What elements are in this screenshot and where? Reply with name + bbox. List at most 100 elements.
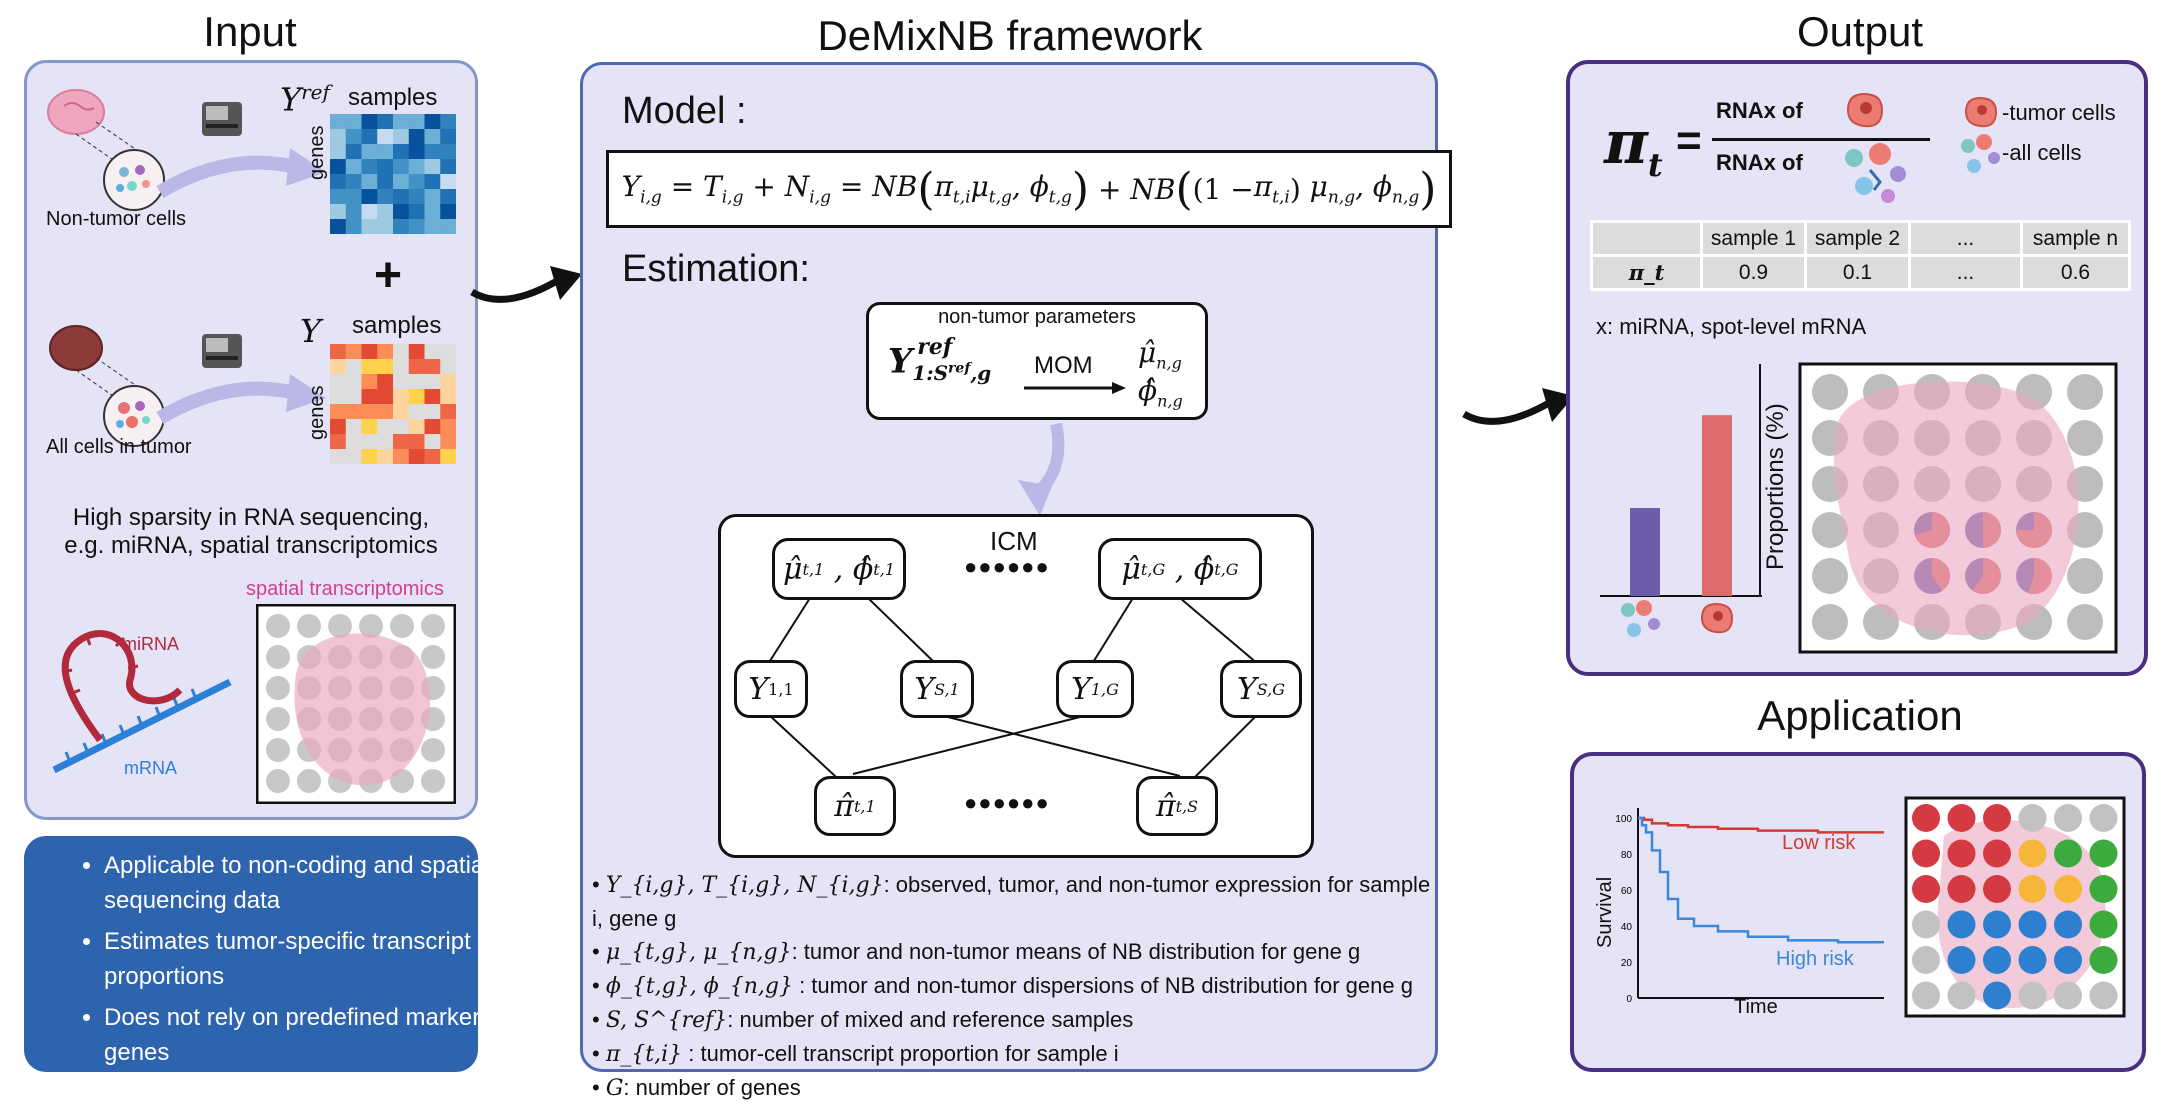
- fraction-bar: [1712, 138, 1930, 141]
- heatmap-cell: [345, 434, 362, 450]
- heatmap-cell: [393, 174, 410, 190]
- spot: [1983, 875, 2011, 903]
- phi-n-hat: ϕ̂n,g: [1138, 374, 1183, 411]
- heatmap-cell: [345, 344, 362, 360]
- heatmap-cell: [361, 129, 378, 145]
- sparsity-line-1: High sparsity in RNA sequencing,: [72, 504, 430, 531]
- heatmap-cell: [330, 114, 347, 130]
- icm-graph-edges: [767, 597, 1259, 789]
- tumor-region: [294, 633, 431, 786]
- heatmap-cell: [408, 159, 425, 175]
- spot: [266, 676, 290, 700]
- features-list: Applicable to non-coding and spatial seq…: [54, 848, 504, 1076]
- tumor-cell-legend-icon: [1964, 96, 1998, 128]
- heatmap-cell: [424, 159, 441, 175]
- spot: [421, 769, 445, 793]
- heatmap-cell: [440, 174, 456, 190]
- heatmap-cell: [424, 434, 441, 450]
- heatmap-cell: [393, 204, 410, 220]
- heatmap-cell: [377, 389, 394, 405]
- spot: [1983, 910, 2011, 939]
- spot: [297, 614, 321, 638]
- non-tumor-params-label: non-tumor parameters: [938, 306, 1136, 328]
- arrow-to-output: [1462, 388, 1574, 425]
- heatmap-cell: [330, 174, 347, 190]
- spot: [2089, 946, 2118, 974]
- spot: [1983, 946, 2011, 974]
- heatmap-cell: [377, 219, 394, 234]
- spot: [2054, 946, 2082, 974]
- heatmap-cell: [345, 129, 362, 145]
- heatmap-cell: [393, 344, 410, 360]
- heatmap-cell: [393, 404, 410, 420]
- heatmap-cell: [377, 204, 394, 220]
- all-cells-legend-label: -all cells: [2002, 140, 2082, 165]
- heatmap-cell: [345, 389, 362, 405]
- heatmap-cell: [393, 359, 410, 375]
- y-tick-label: 0: [1626, 994, 1632, 1005]
- tumor-cells-legend-label: -tumor cells: [2002, 100, 2116, 125]
- heatmap-cell: [377, 144, 394, 160]
- high-risk-curve: [1638, 816, 1884, 944]
- model-equation: Yi,g = Ti,g + Ni,g = NB ( πt,iμt,g, ϕt,g…: [621, 163, 1437, 215]
- definition-item: • S, S^{ref}: number of mixed and refere…: [592, 1007, 1134, 1033]
- proportions-bar-chart: [1600, 364, 1762, 597]
- bar-all-cells-icon: [1621, 600, 1660, 637]
- definition-item: • ϕ_{t,g}, ϕ_{n,g} : tumor and non-tumor…: [592, 973, 1413, 999]
- heatmap-cell: [377, 189, 394, 205]
- table-cell: 0.1: [1804, 254, 1911, 291]
- table-cell: 0.9: [1700, 254, 1807, 291]
- input-arrow-reference: [156, 148, 326, 199]
- heatmap-cell: [361, 359, 378, 375]
- heatmap-cell: [424, 404, 441, 420]
- spot: [390, 614, 414, 638]
- table-cell: π_t: [1590, 254, 1703, 291]
- heatmap-cell: [393, 144, 410, 160]
- heatmap-cell: [424, 189, 441, 205]
- genes-label-bottom: genes: [306, 385, 328, 441]
- heatmap-cell: [440, 114, 456, 130]
- heatmap-cell: [408, 374, 425, 390]
- heatmap-cell: [330, 129, 347, 145]
- sparsity-line-2: e.g. miRNA, spatial transcriptomics: [64, 532, 438, 559]
- spatial-label: spatial transcriptomics: [246, 578, 444, 600]
- heatmap-cell: [408, 219, 425, 234]
- heatmap-cell: [393, 389, 410, 405]
- spot: [2018, 981, 2047, 1010]
- heatmap-cell: [408, 114, 425, 130]
- heatmap-cell: [377, 159, 394, 175]
- heatmap-cell: [440, 449, 456, 464]
- heatmap-cell: [393, 434, 410, 450]
- spot: [2089, 981, 2118, 1010]
- heatmap-cell: [424, 449, 441, 464]
- heatmap-cell: [345, 359, 362, 375]
- table-cell: ...: [1908, 220, 2023, 257]
- heatmap-cell: [408, 419, 425, 435]
- proportions-axis-label: Proportions (%): [1762, 403, 1789, 570]
- heatmap-cell: [440, 219, 456, 234]
- heatmap-cell: [408, 174, 425, 190]
- table-cell: [1590, 220, 1703, 257]
- heatmap-cell: [361, 344, 378, 360]
- y-samples-label: samples: [352, 312, 442, 339]
- table-row: sample 1 sample 2 ... sample n: [1590, 220, 2131, 257]
- heatmap-cell: [408, 344, 425, 360]
- spot: [297, 769, 321, 793]
- definition-item: • μ_{t,g}, μ_{n,g}: tumor and non-tumor …: [592, 939, 1361, 965]
- table-cell: ...: [1908, 254, 2023, 291]
- heatmap-cell: [330, 434, 347, 450]
- heatmap-cell: [408, 129, 425, 145]
- features-box: [24, 836, 478, 1072]
- heatmap-cell: [393, 114, 410, 130]
- spot: [2054, 981, 2082, 1010]
- equals-sign: =: [1676, 116, 1702, 165]
- heatmap-cell: [440, 404, 456, 420]
- arrow-to-framework: [470, 266, 582, 303]
- spot: [1983, 981, 2011, 1010]
- bar-all-cells: [1630, 508, 1660, 596]
- table-cell: sample 2: [1804, 220, 1911, 257]
- spot: [421, 614, 445, 638]
- y-tick-label: 80: [1621, 850, 1633, 861]
